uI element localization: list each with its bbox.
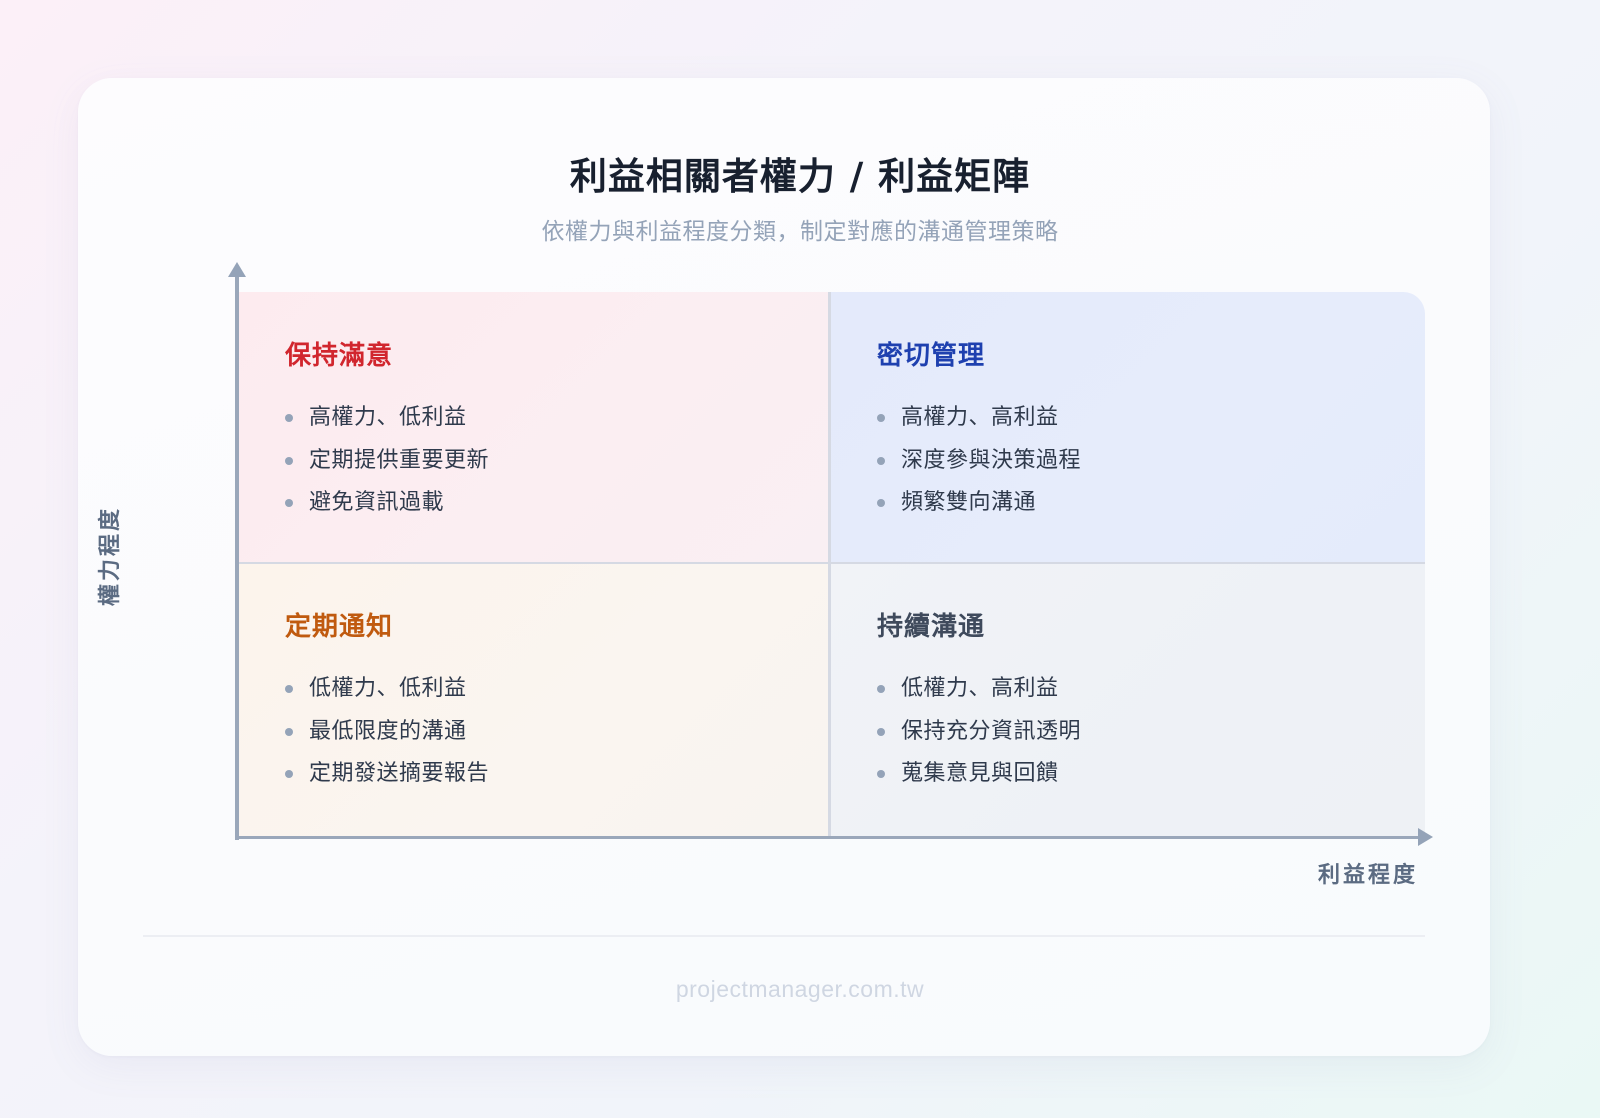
footer-source: projectmanager.com.tw — [675, 976, 925, 1002]
list-item-text: 避免資訊過載 — [309, 490, 445, 515]
list-item: 定期提供重要更新 — [285, 440, 828, 483]
list-item: 低權力、高利益 — [877, 668, 1425, 711]
quadrant-keep-satisfied: 保持滿意 高權力、低利益 定期提供重要更新 避免資訊過載 — [239, 292, 831, 564]
list-item: 蒐集意見與回饋 — [877, 753, 1425, 796]
list-item: 深度參與決策過程 — [877, 440, 1425, 483]
bullet-icon — [285, 727, 293, 736]
x-axis-line — [235, 836, 1421, 839]
list-item-text: 低權力、低利益 — [309, 676, 467, 701]
x-axis-label: 利益程度 — [1317, 863, 1418, 888]
bullet-icon — [877, 770, 885, 778]
quadrant-list: 高權力、低利益 定期提供重要更新 避免資訊過載 — [285, 397, 828, 525]
list-item: 最低限度的溝通 — [285, 711, 828, 754]
bullet-icon — [877, 414, 885, 422]
page-subtitle: 依權力與利益程度分類，制定對應的溝通管理策略 — [541, 219, 1059, 245]
y-axis-label: 權力程度 — [98, 505, 123, 607]
arrow-right-icon — [1418, 828, 1433, 846]
bullet-icon — [285, 456, 293, 465]
list-item-text: 保持充分資訊透明 — [901, 718, 1082, 744]
bullet-icon — [285, 770, 293, 778]
list-item-text: 頻繁雙向溝通 — [901, 490, 1037, 515]
bullet-icon — [877, 685, 885, 693]
list-item-text: 深度參與決策過程 — [901, 447, 1082, 473]
quadrant-title: 持續溝通 — [877, 612, 986, 642]
list-item: 高權力、低利益 — [285, 397, 828, 440]
quadrant-monitor: 定期通知 低權力、低利益 最低限度的溝通 定期發送摘要報告 — [239, 564, 831, 837]
bullet-icon — [285, 414, 293, 422]
list-item-text: 低權力、高利益 — [901, 676, 1059, 701]
bullet-icon — [877, 727, 885, 736]
quadrant-title: 定期通知 — [285, 612, 394, 642]
list-item: 高權力、高利益 — [877, 397, 1425, 440]
list-item-text: 定期發送摘要報告 — [309, 761, 490, 786]
bullet-icon — [285, 685, 293, 693]
list-item-text: 高權力、高利益 — [901, 405, 1059, 430]
list-item-text: 蒐集意見與回饋 — [901, 761, 1059, 786]
list-item: 避免資訊過載 — [285, 482, 828, 525]
arrow-up-icon — [228, 262, 246, 277]
footer-divider — [143, 935, 1425, 937]
list-item: 低權力、低利益 — [285, 668, 828, 711]
bullet-icon — [877, 456, 885, 465]
quadrant-list: 高權力、高利益 深度參與決策過程 頻繁雙向溝通 — [877, 397, 1425, 525]
quadrant-manage-closely: 密切管理 高權力、高利益 深度參與決策過程 頻繁雙向溝通 — [831, 292, 1425, 564]
quadrant-keep-informed: 持續溝通 低權力、高利益 保持充分資訊透明 蒐集意見與回饋 — [831, 564, 1425, 837]
y-axis-line — [235, 272, 239, 840]
quadrant-list: 低權力、低利益 最低限度的溝通 定期發送摘要報告 — [285, 668, 828, 796]
quadrant-grid: 保持滿意 高權力、低利益 定期提供重要更新 避免資訊過載 密切管理 高權力、高利… — [239, 292, 1425, 837]
list-item-text: 高權力、低利益 — [309, 405, 467, 430]
page-title: 利益相關者權力 / 利益矩陣 — [569, 155, 1031, 198]
quadrant-title: 保持滿意 — [285, 341, 394, 371]
list-item-text: 定期提供重要更新 — [309, 447, 490, 473]
list-item: 頻繁雙向溝通 — [877, 482, 1425, 525]
list-item-text: 最低限度的溝通 — [309, 718, 467, 744]
bullet-icon — [877, 499, 885, 507]
list-item: 保持充分資訊透明 — [877, 711, 1425, 754]
quadrant-title: 密切管理 — [877, 341, 986, 371]
quadrant-list: 低權力、高利益 保持充分資訊透明 蒐集意見與回饋 — [877, 668, 1425, 796]
bullet-icon — [285, 499, 293, 507]
list-item: 定期發送摘要報告 — [285, 753, 828, 796]
